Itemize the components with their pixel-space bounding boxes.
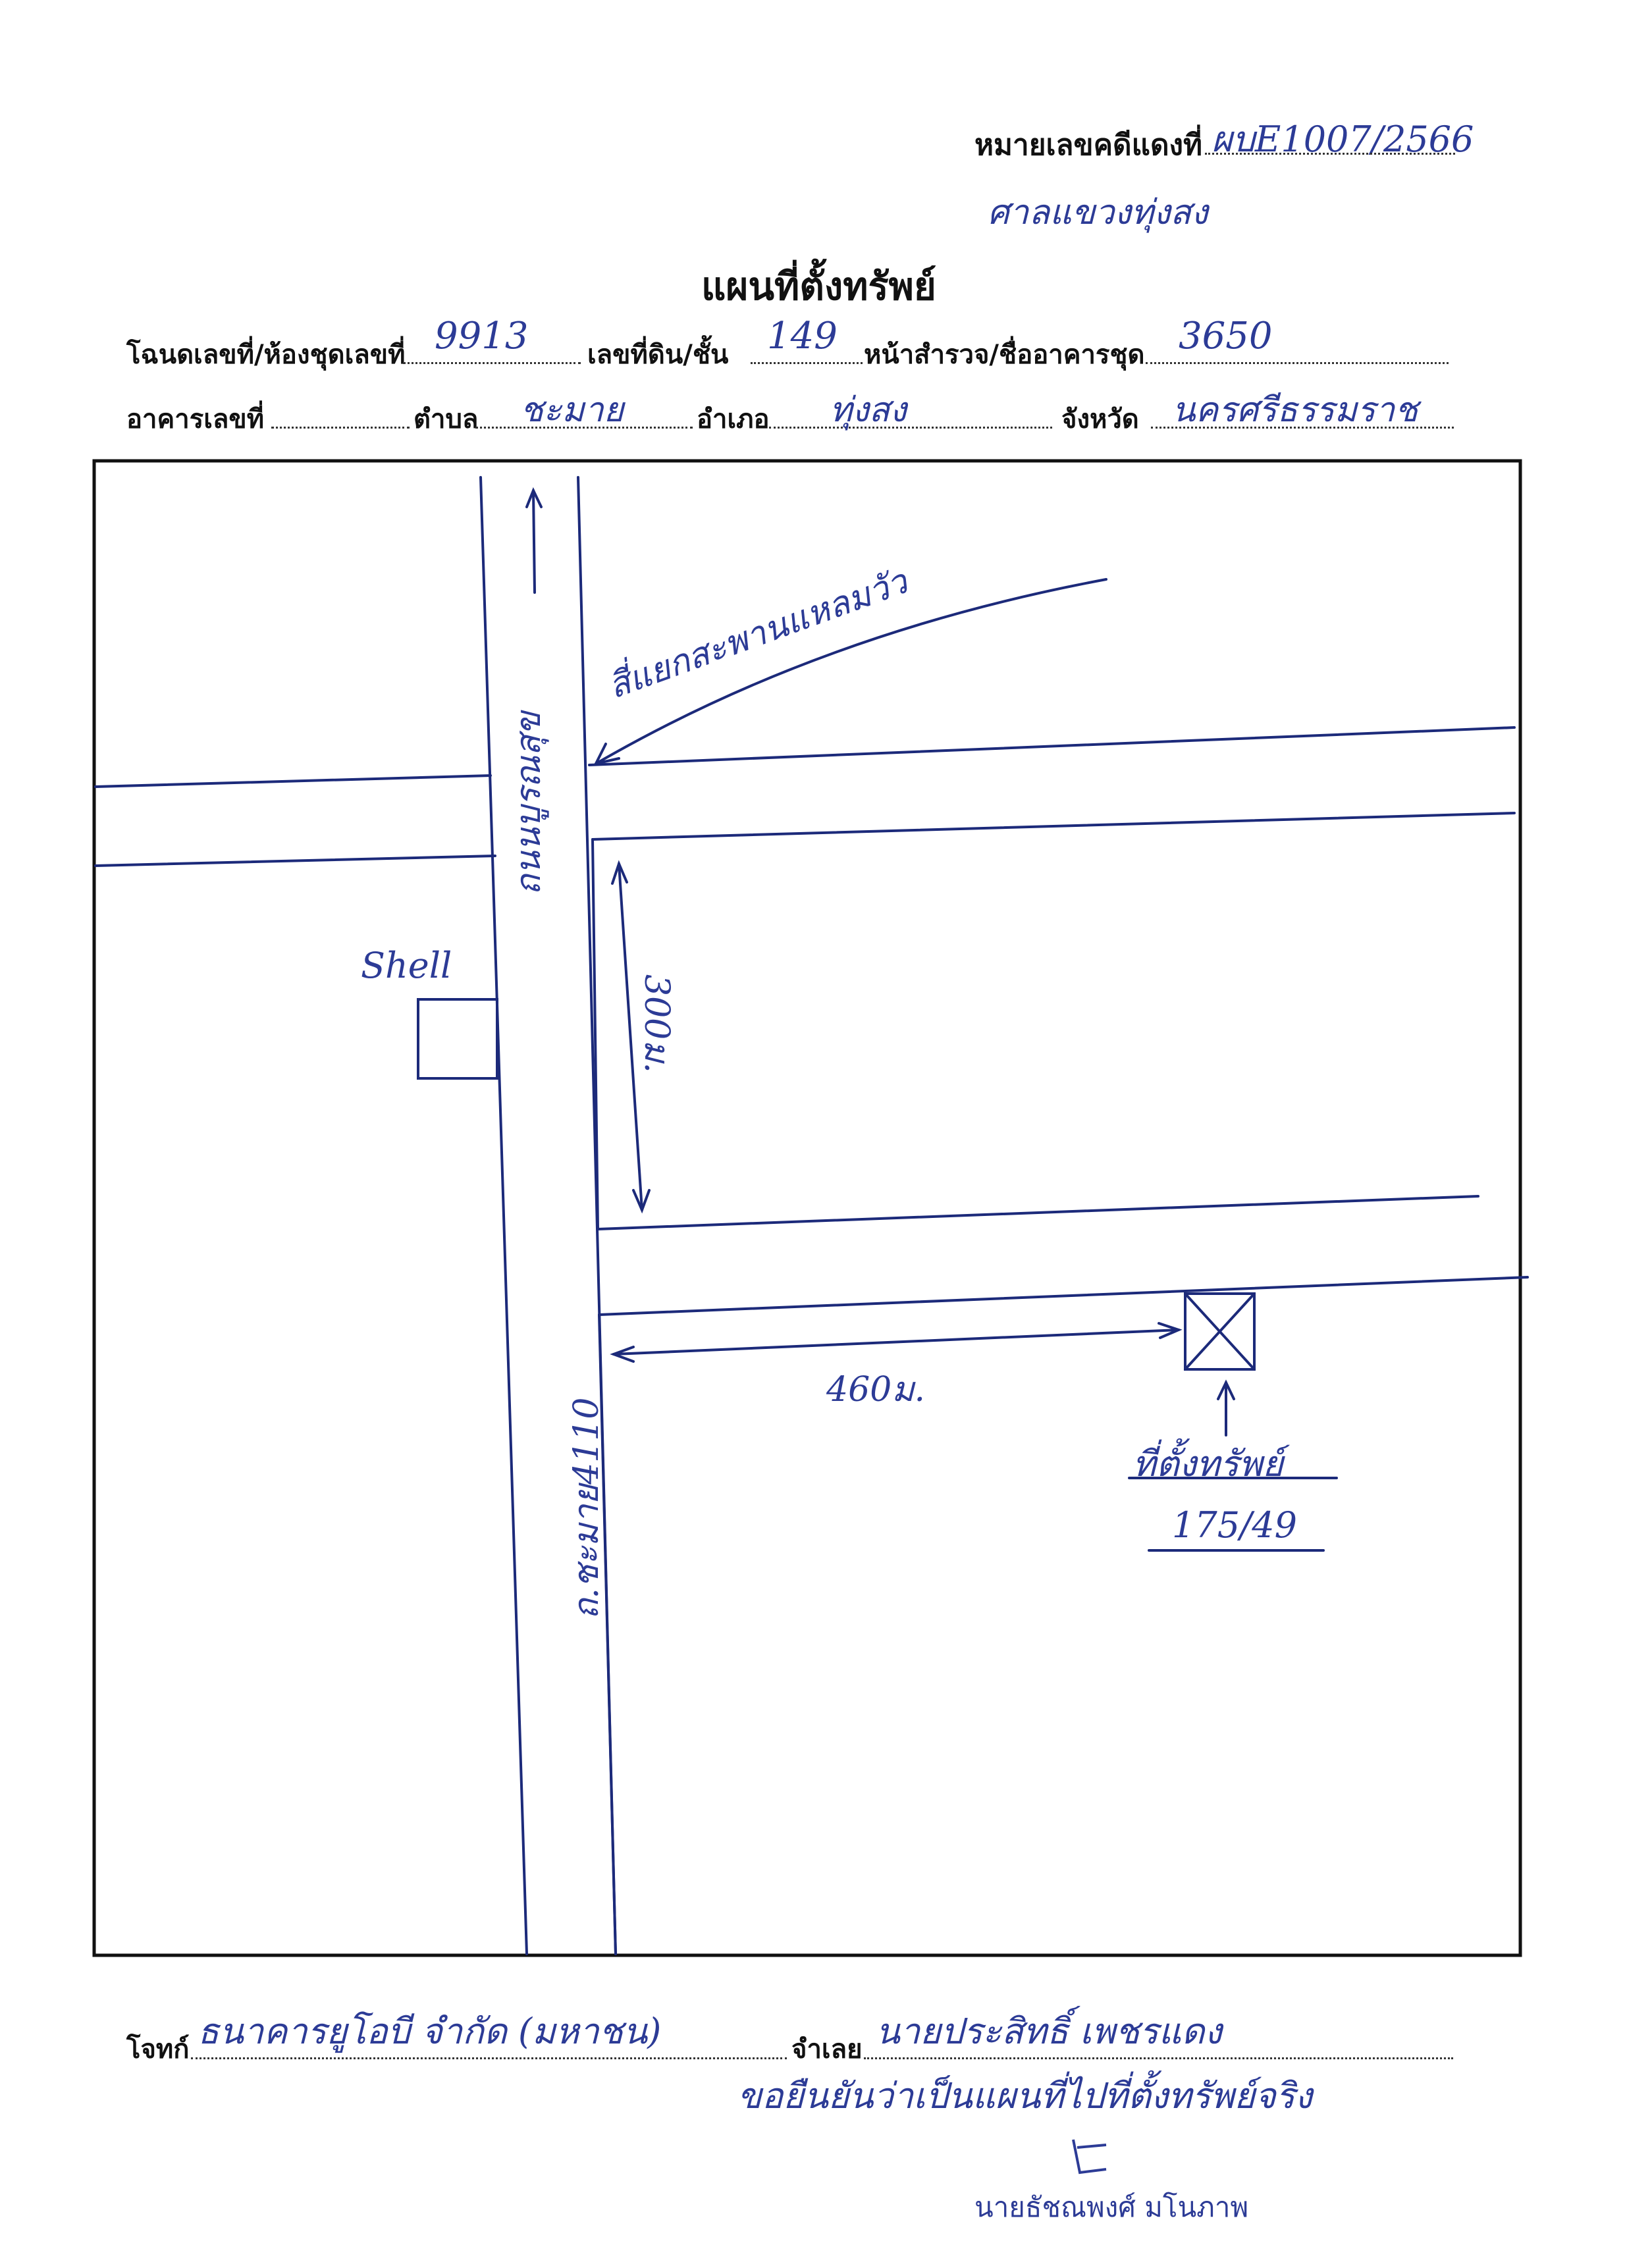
building-label: อาคารเลขที่ xyxy=(126,404,265,435)
property-label: ที่ตั้งทรัพย์ xyxy=(1132,1443,1283,1485)
survey-label: หน้าสำรวจ/ชื่ออาคารชุด xyxy=(864,340,1145,370)
road-upper-bottom-right xyxy=(591,812,1516,841)
property-marker-box xyxy=(1184,1292,1256,1371)
province-value: นครศรีธรรมราช xyxy=(1172,390,1418,430)
defendant-label: จำเลย xyxy=(791,2034,863,2065)
court-name: ศาลแขวงทุ่งสง xyxy=(988,193,1208,232)
plaintiff-value: ธนาคารยูโอบี จำกัด (มหาชน) xyxy=(198,2011,662,2052)
road-middle-bottom xyxy=(597,1195,1479,1230)
shell-label: Shell xyxy=(361,945,452,986)
plaintiff-label: โจทก์ xyxy=(126,2034,190,2065)
subdistrict-value: ชะมาย xyxy=(520,390,624,430)
defendant-value: นายประสิทธิ์ เพชรแดง xyxy=(876,2011,1222,2052)
shell-station-box xyxy=(417,998,498,1080)
signer-name: นายธัชณพงศ์ มโนภาพ xyxy=(974,2191,1249,2223)
district-value: ทุ่งสง xyxy=(830,390,907,430)
road-top-arrow xyxy=(532,489,536,594)
deed-label: โฉนดเลขที่/ห้องชุดเลขที่ xyxy=(126,340,406,370)
road-upper-bottom-left xyxy=(94,855,496,867)
case-number-label: หมายเลขคดีแดงที่ xyxy=(974,128,1203,162)
certification-note: ขอยืนยันว่าเป็นแผนที่ไปที่ตั้งทรัพย์จริง xyxy=(737,2075,1313,2117)
horizontal-distance-label: 460ม. xyxy=(826,1370,926,1410)
intersection-arrow xyxy=(595,578,1107,765)
survey-value: 3650 xyxy=(1179,315,1273,357)
road-upper-top-right xyxy=(588,726,1516,766)
road-lower-top xyxy=(598,1276,1529,1316)
land-number-label: เลขที่ดิน/ชั้น xyxy=(587,340,729,370)
province-label: จังหวัด xyxy=(1061,404,1139,435)
map-frame xyxy=(92,459,1522,1957)
subdistrict-label: ตำบล xyxy=(413,404,479,435)
property-number: 175/49 xyxy=(1172,1504,1297,1546)
road-main-left-edge xyxy=(479,476,528,1955)
vertical-distance-line xyxy=(618,862,643,1211)
road-lower-left xyxy=(598,1313,617,1955)
deed-value: 9913 xyxy=(435,315,529,357)
land-number-value: 149 xyxy=(767,315,838,357)
horizontal-distance-line xyxy=(612,1329,1180,1356)
page-title: แผนที่ตั้งทรัพย์ xyxy=(701,264,936,309)
road-upper-top-left xyxy=(94,774,492,788)
district-label: อำเภอ xyxy=(697,404,770,435)
road-middle-top xyxy=(591,838,599,1230)
